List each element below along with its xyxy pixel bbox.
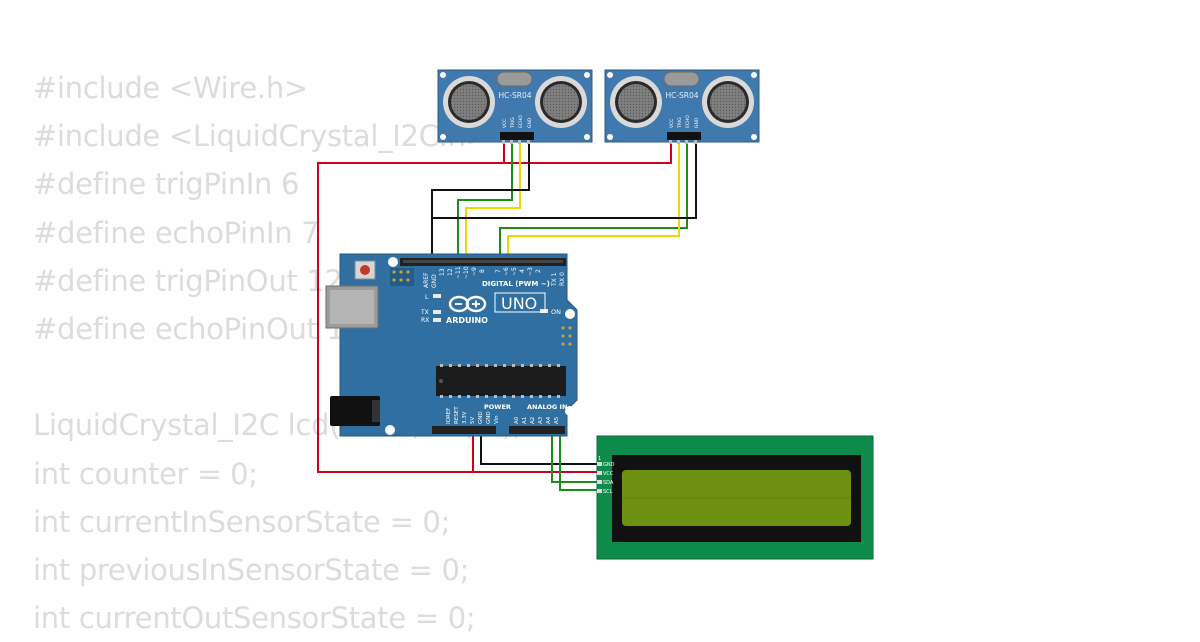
code-line: int currentInSensorState = 0; — [33, 504, 450, 539]
sensor-1-model: HC-SR04 — [498, 91, 531, 100]
pin-label-7: 7 — [495, 269, 502, 273]
lcd-pin-vcc: VCC — [603, 471, 614, 477]
pin-label-ioref: IOREF — [446, 408, 452, 424]
pin-label-5: ~5 — [511, 267, 518, 276]
ultrasonic-sensor-2[interactable]: HC-SR04 VCC TRIG ECHO GND — [604, 69, 760, 144]
sensor-2-model: HC-SR04 — [665, 91, 698, 100]
lcd-pin-scl: SCL — [603, 489, 613, 495]
pin-label-reset: RESET — [454, 406, 460, 424]
pin-label-a2: A2 — [530, 417, 536, 424]
pin-label-4: 4 — [519, 269, 526, 273]
wire-sensor1-echo — [465, 132, 521, 262]
pin-label-a5: A5 — [554, 416, 560, 424]
pin-label-gnd-1: GND — [478, 411, 484, 424]
pin-label-gnd-2: GND — [486, 411, 492, 424]
pin-label-gnd: GND — [431, 274, 438, 288]
pin-label-9: ~9 — [471, 267, 478, 276]
digital-header-label: DIGITAL (PWM ~) — [482, 280, 550, 288]
microcontroller-chip — [436, 366, 566, 396]
sensor-1-pin-trig: TRIG — [510, 117, 516, 129]
on-led-label: ON — [551, 308, 561, 316]
code-line: #include <LiquidCrystal_I2C.h> — [33, 119, 490, 154]
code-listing: #include <Wire.h> #include <LiquidCrystal… — [33, 64, 522, 642]
code-line: int counter = 0; — [33, 456, 258, 491]
lcd-display[interactable]: 1 GND VCC SDA SCL — [596, 435, 874, 560]
lcd-pin-gnd: GND — [603, 462, 615, 468]
led-label-tx: TX — [420, 309, 429, 316]
analog-header-label: ANALOG IN — [527, 403, 567, 411]
led-label-l: L — [425, 294, 429, 301]
pin-label-rx: RX 0 — [559, 272, 566, 286]
sensor-2-pin-trig: TRIG — [677, 117, 683, 129]
analog-pin-labels: A0 A1 A2 A3 A4 A5 — [514, 416, 560, 424]
pin-label-a4: A4 — [546, 416, 552, 424]
ultrasonic-sensor-1[interactable]: HC-SR04 VCC TRIG ECHO GND — [437, 69, 593, 144]
lcd-pin-1-label: 1 — [598, 456, 601, 462]
pin-label-6: ~6 — [503, 267, 510, 276]
sensor-2-pin-vcc: VCC — [669, 119, 675, 128]
pin-label-13: 13 — [439, 268, 446, 276]
sensor-1-pin-vcc: VCC — [502, 119, 508, 128]
pin-label-aref: AREF — [423, 272, 430, 288]
pin-label-5v: 5V — [470, 417, 476, 424]
wire-sensor1-vcc — [317, 132, 505, 473]
wire-lcd-scl — [559, 430, 600, 491]
wires — [317, 131, 697, 491]
lcd-pin-sda: SDA — [603, 480, 614, 486]
power-jack — [330, 396, 380, 426]
pin-label-a3: A3 — [538, 416, 544, 424]
board-model: UNO — [501, 294, 537, 313]
arduino-logo-icon — [448, 295, 487, 313]
sensor-2-pin-echo: ECHO — [685, 115, 691, 128]
code-line: int previousInSensorState = 0; — [33, 552, 470, 587]
power-header-label: POWER — [484, 403, 511, 411]
sensor-2-pin-gnd: GND — [694, 117, 700, 128]
sensor-1-pin-echo: ECHO — [518, 115, 524, 128]
code-line: #define trigPinOut 12 — [33, 263, 343, 298]
pin-label-vin: Vin — [494, 415, 500, 424]
pin-label-12: 12 — [447, 268, 454, 276]
pin-label-a1: A1 — [522, 417, 528, 424]
code-line: int currentOutSensorState = 0; — [33, 601, 476, 636]
wire-sensor2-gnd — [432, 132, 697, 219]
pin-label-2: 2 — [535, 269, 542, 273]
code-line: #define trigPinIn 6 — [33, 167, 300, 202]
led-label-rx: RX — [421, 317, 429, 324]
pin-label-8: 8 — [479, 269, 486, 273]
analog-header — [509, 426, 565, 434]
pin-label-a0: A0 — [514, 416, 520, 424]
pin-label-tx: TX 1 — [551, 272, 558, 287]
power-pin-labels: IOREF RESET 3.3V 5V GND GND Vin — [446, 406, 500, 424]
wire-sensor1-trig — [457, 132, 513, 262]
power-header — [432, 426, 496, 434]
wire-sensor2-echo — [507, 132, 680, 262]
pin-label-10: ~10 — [463, 266, 470, 279]
code-line: #define echoPinIn 7 — [33, 215, 320, 250]
pin-label-11: ~11 — [455, 266, 462, 279]
code-line: #include <Wire.h> — [33, 71, 308, 105]
board-brand: ARDUINO — [446, 316, 488, 325]
digital-pin-labels: AREF GND 13 12 ~11 ~10 ~9 8 7 ~6 ~5 4 ~3… — [423, 266, 566, 288]
sensor-1-pin-gnd: GND — [527, 117, 533, 128]
wire-sensor1-gnd — [431, 132, 530, 262]
pin-label-3v3: 3.3V — [462, 411, 468, 424]
wire-lcd-sda — [551, 430, 600, 483]
pin-label-3: ~3 — [527, 267, 534, 276]
arduino-uno-board[interactable]: AREF GND 13 12 ~11 ~10 ~9 8 7 ~6 ~5 4 ~3… — [325, 253, 578, 437]
